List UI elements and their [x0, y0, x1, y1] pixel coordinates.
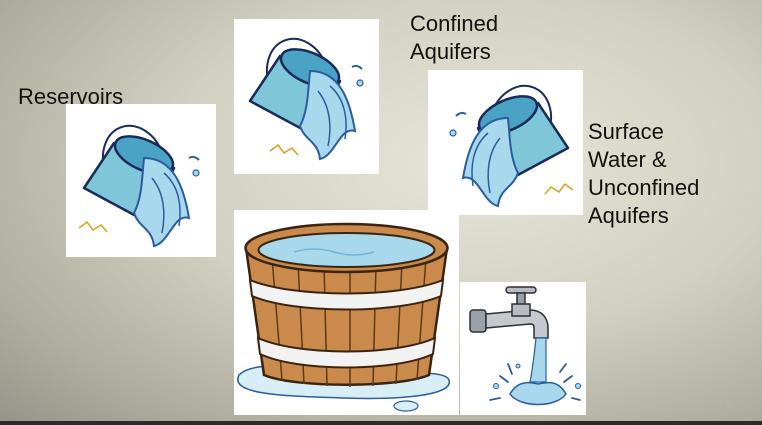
- bottom-bar: [0, 421, 762, 425]
- confined-aquifers-line-2: Aquifers: [410, 38, 498, 66]
- surface-water-label: Surface Water & Unconfined Aquifers: [588, 118, 699, 230]
- surface-water-line-1: Surface: [588, 118, 699, 146]
- reservoirs-bucket-card: [66, 104, 216, 257]
- surface-water-line-4: Aquifers: [588, 202, 699, 230]
- surface-water-line-2: Water &: [588, 146, 699, 174]
- confined-aquifers-line-1: Confined: [410, 10, 498, 38]
- pouring-bucket-icon: [234, 19, 379, 174]
- confined-aquifers-bucket-card: [234, 19, 379, 174]
- water-faucet-icon: [460, 282, 586, 415]
- surface-water-line-3: Unconfined: [588, 174, 699, 202]
- faucet-card: [460, 282, 586, 415]
- wooden-tub-card: [234, 210, 459, 415]
- confined-aquifers-label: Confined Aquifers: [410, 10, 498, 66]
- slide-number: 8: [726, 400, 732, 411]
- surface-water-bucket-card: [428, 70, 583, 215]
- pouring-bucket-icon: [428, 70, 583, 215]
- wooden-tub-icon: [234, 210, 459, 415]
- pouring-bucket-icon: [66, 104, 216, 257]
